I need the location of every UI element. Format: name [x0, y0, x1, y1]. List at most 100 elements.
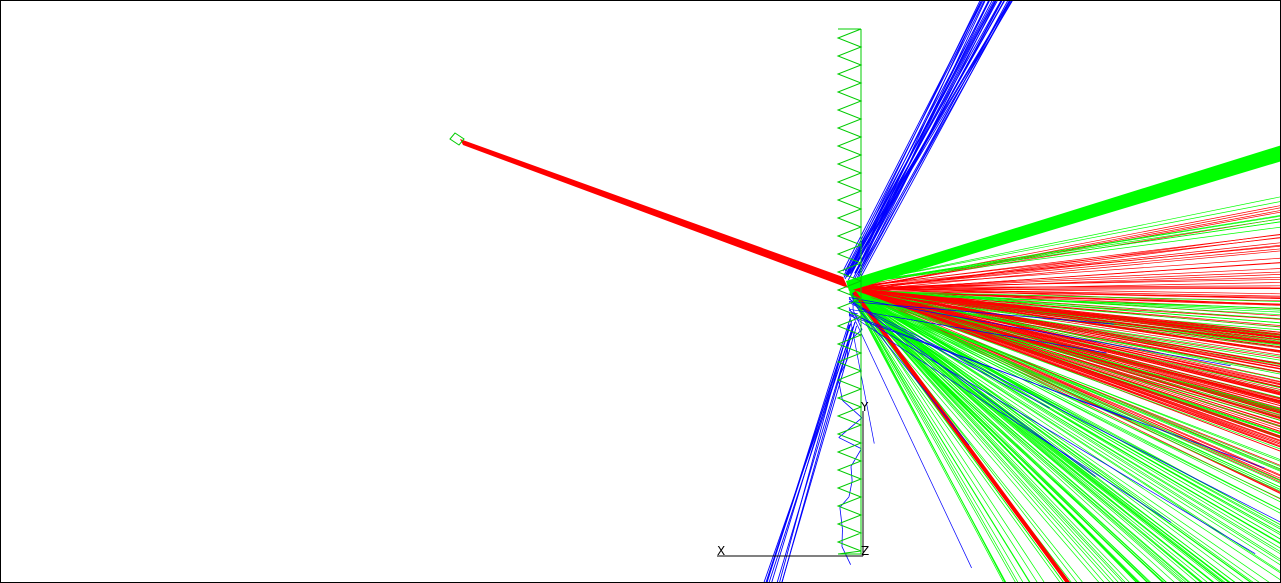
- scattered-blue-ray: [848, 297, 1231, 367]
- scattered-blue-ray: [848, 1, 985, 274]
- diffracted-red-ray: [849, 287, 1280, 419]
- coordinate-axes: X Y Z: [717, 400, 869, 558]
- diffracted-ray-fan: [849, 196, 1280, 582]
- scattered-blue-ray: [843, 1, 990, 276]
- diffracted-green-ray: [849, 289, 1064, 582]
- diffracted-green-ray: [851, 215, 1280, 285]
- diffracted-red-ray: [849, 287, 1280, 338]
- scattered-blue-ray: [855, 1, 990, 273]
- scattered-blue-ray: [848, 311, 875, 444]
- scattered-blue-rays: [763, 1, 1280, 582]
- scattered-blue-ray: [848, 309, 1256, 555]
- diffracted-red-ray: [849, 287, 1280, 439]
- diffracted-red-ray: [849, 244, 1280, 290]
- scattered-blue-ray: [839, 496, 850, 508]
- diffracted-red-ray: [849, 248, 1280, 290]
- y-axis-label: Y: [860, 400, 869, 414]
- scattered-blue-ray: [837, 359, 848, 379]
- diffracted-red-ray: [849, 285, 1280, 289]
- diffracted-green-ray: [851, 221, 1280, 285]
- diffracted-green-ray: [849, 293, 1167, 582]
- scattered-blue-ray: [848, 298, 1096, 477]
- scattered-blue-ray: [854, 1, 1010, 279]
- scattered-blue-ray: [838, 437, 862, 450]
- scattered-blue-ray: [768, 327, 853, 582]
- diffracted-green-ray: [849, 287, 1045, 582]
- diffracted-red-ray: [849, 245, 1280, 288]
- x-axis-label: X: [717, 544, 725, 558]
- scattered-blue-ray: [849, 1, 1005, 275]
- diffracted-green-ray: [849, 293, 1004, 582]
- diffracted-green-ray: [849, 293, 1213, 582]
- diffracted-green-ray: [849, 290, 1280, 472]
- diffracted-green-ray: [849, 289, 1280, 544]
- scattered-blue-ray: [776, 327, 854, 582]
- scattered-blue-ray: [848, 301, 1114, 325]
- diffracted-green-ray: [849, 290, 1280, 302]
- scattered-blue-ray: [848, 307, 972, 569]
- diffracted-red-ray: [849, 287, 1280, 392]
- scattered-blue-ray: [847, 329, 863, 343]
- diffracted-green-ray: [849, 289, 1105, 582]
- diffracted-green-ray: [849, 290, 1280, 481]
- diffracted-red-ray: [849, 287, 1280, 402]
- incident-red-beam: [460, 139, 848, 288]
- diffracted-red-ray: [849, 287, 1280, 388]
- diffracted-green-ray: [849, 288, 1280, 560]
- diffracted-green-ray: [849, 287, 1280, 427]
- diffracted-green-ray: [851, 218, 1280, 285]
- diffracted-red-ray: [849, 287, 1280, 291]
- diffraction-grating: [836, 28, 863, 555]
- diffracted-red-ray: [849, 287, 1280, 414]
- scattered-blue-ray: [846, 1, 993, 278]
- diffracted-red-ray: [849, 250, 1280, 292]
- diffracted-red-ray: [849, 262, 1280, 292]
- diffracted-green-ray: [849, 292, 1251, 582]
- scattered-blue-ray: [848, 480, 853, 498]
- scattered-blue-ray: [842, 400, 863, 419]
- scattered-blue-ray: [848, 313, 1172, 523]
- diffracted-red-ray: [849, 287, 1280, 348]
- diffracted-green-ray: [849, 289, 1184, 582]
- diffracted-green-ray: [851, 196, 1280, 285]
- diffracted-green-ray: [849, 293, 1280, 492]
- diffracted-green-ray: [851, 201, 1280, 285]
- diffracted-green-ray: [849, 289, 1280, 555]
- diffracted-green-ray: [849, 288, 1280, 471]
- scattered-blue-ray: [858, 1, 986, 274]
- scattered-blue-ray: [838, 417, 863, 438]
- diffracted-green-ray: [849, 292, 1280, 566]
- diffracted-green-ray: [849, 290, 1223, 582]
- incident-red-beam-body: [460, 139, 848, 288]
- diffracted-green-ray: [849, 289, 1280, 526]
- scattered-blue-ray: [850, 448, 862, 467]
- scattered-blue-ray: [766, 318, 851, 582]
- scattered-blue-ray: [779, 324, 850, 582]
- diffracted-red-ray: [849, 242, 1280, 290]
- diffracted-red-ray: [849, 279, 1280, 288]
- diffracted-green-ray: [849, 290, 1208, 582]
- diffracted-red-ray: [849, 286, 1280, 295]
- diffracted-red-ray: [849, 287, 1280, 470]
- diffracted-green-ray: [849, 293, 1148, 582]
- scattered-blue-ray: [854, 1, 1002, 274]
- diffracted-green-ray: [849, 292, 1280, 488]
- scattered-blue-ray: [781, 325, 858, 582]
- diffracted-green-ray: [849, 290, 1229, 582]
- diffracted-green-ray: [849, 291, 1016, 582]
- diffracted-red-ray: [849, 287, 1280, 345]
- diffracted-green-ray: [849, 290, 1280, 450]
- diffracted-green-ray: [849, 289, 1280, 562]
- scattered-blue-ray: [848, 300, 1280, 523]
- diffracted-green-ray: [849, 293, 1280, 499]
- diffracted-green-ray: [849, 288, 1280, 540]
- scattered-blue-ray: [848, 315, 1265, 469]
- diffracted-red-ray: [849, 287, 1280, 335]
- diffracted-green-ray: [849, 292, 1252, 582]
- diffracted-green-ray: [849, 290, 1130, 582]
- diffracted-green-ray: [849, 290, 1167, 582]
- diffracted-green-ray: [849, 289, 1019, 582]
- diffracted-green-ray: [849, 290, 1191, 582]
